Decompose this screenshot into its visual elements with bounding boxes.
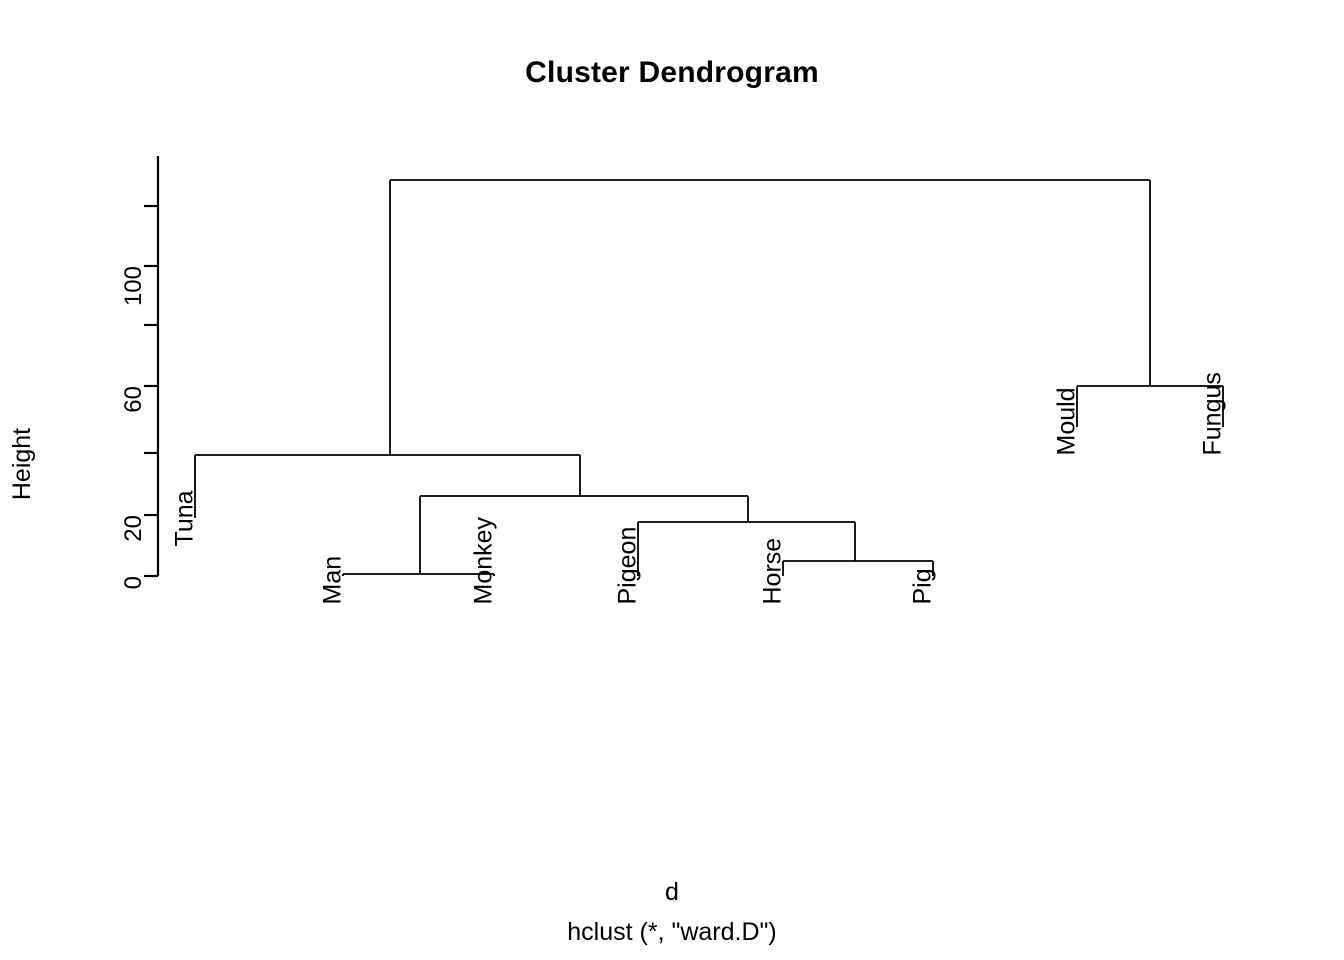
leaf-label-pigeon: Pigeon — [613, 526, 642, 605]
y-axis — [144, 156, 160, 578]
dendrogram-link-man-monkey — [342, 573, 495, 576]
dendrogram-tree — [194, 179, 1224, 576]
leaf-label-horse: Horse — [758, 537, 787, 605]
dendrogram-link-primates-others — [419, 495, 749, 574]
leaf-label-monkey: Monkey — [469, 516, 498, 605]
leaf-label-fungus: Fungus — [1198, 372, 1227, 456]
y-tick-label-20: 20 — [120, 515, 147, 542]
y-tick-label-60: 60 — [120, 386, 147, 413]
dendrogram-link-root — [389, 179, 1151, 455]
dendrogram-link-tuna-animals — [194, 454, 581, 518]
x-axis-label-primary: d — [665, 878, 679, 906]
leaf-label-man: Man — [318, 555, 347, 605]
y-axis-label: Height — [8, 427, 36, 501]
leaf-label-tuna: Tuna — [170, 490, 199, 547]
leaf-label-pig: Pig — [908, 568, 937, 605]
dendrogram-link-pigeon-horsepig — [637, 521, 856, 576]
page-title: Cluster Dendrogram — [525, 56, 819, 89]
leaf-label-mould: Mould — [1052, 387, 1081, 456]
y-tick-label-100: 100 — [120, 266, 147, 307]
dendrogram-link-horse-pig — [782, 560, 934, 576]
x-axis-label-secondary: hclust (*, "ward.D") — [567, 918, 777, 946]
